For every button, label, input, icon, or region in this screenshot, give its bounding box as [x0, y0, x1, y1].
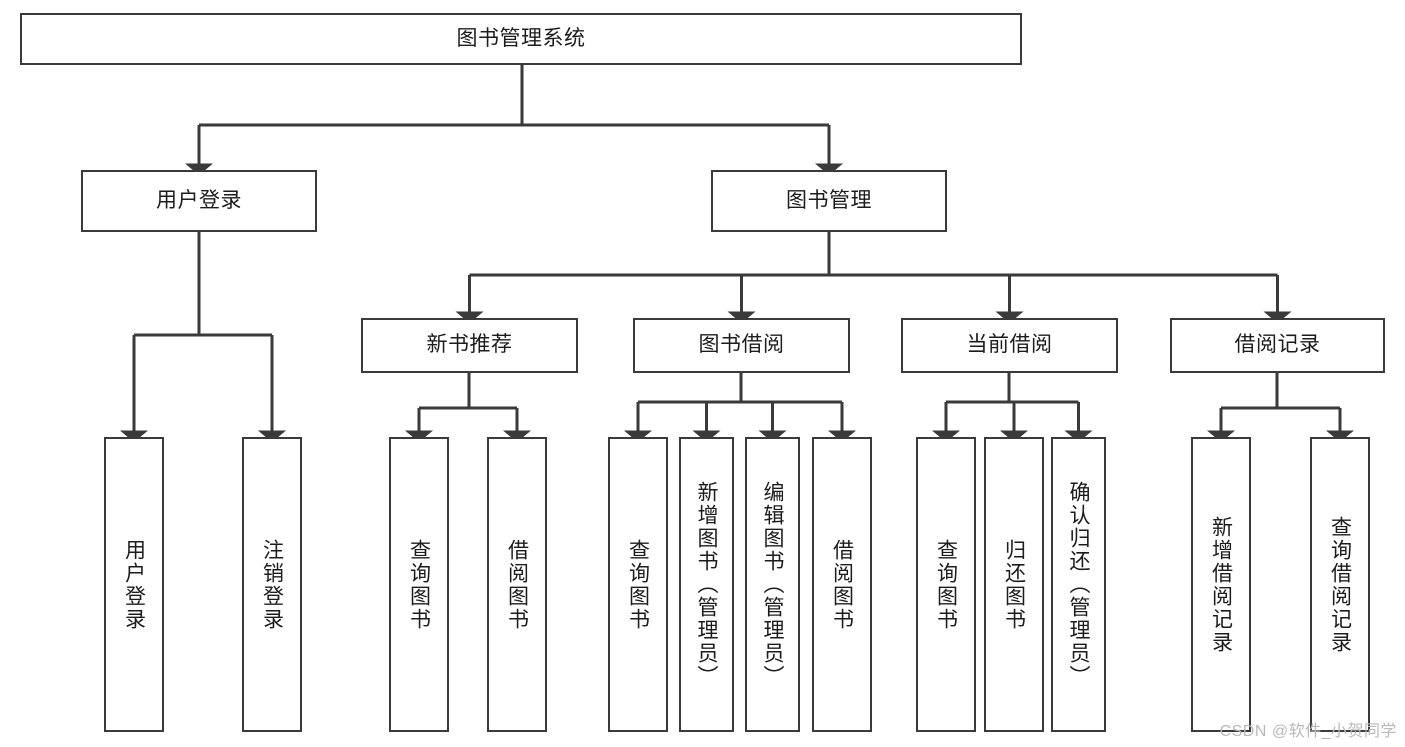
node-bookmgmt[interactable]: 图书管理	[711, 170, 947, 232]
node-root[interactable]: 图书管理系统	[20, 13, 1022, 65]
node-label: 图书管理	[786, 188, 872, 212]
node-label: 查询借阅记录	[1328, 515, 1352, 654]
node-label: 用户登录	[122, 538, 146, 631]
node-records-1[interactable]: 新增借阅记录	[1191, 437, 1251, 732]
node-label: 查询图书	[934, 538, 958, 631]
node-label: 当前借阅	[966, 333, 1053, 357]
node-label: 编辑图书（管理员）	[761, 481, 784, 688]
node-label: 新增借阅记录	[1209, 515, 1233, 654]
node-label: 查询图书	[626, 538, 650, 631]
node-label: 图书借阅	[698, 333, 785, 357]
node-label: 归还图书	[1002, 538, 1026, 631]
node-borrow-3[interactable]: 编辑图书（管理员）	[745, 437, 800, 732]
node-label: 用户登录	[156, 188, 242, 212]
node-newbook-2[interactable]: 借阅图书	[487, 437, 547, 732]
node-label: 查询图书	[407, 538, 431, 631]
node-label: 借阅图书	[505, 538, 529, 631]
node-label: 借阅记录	[1234, 333, 1321, 357]
node-newbook-1[interactable]: 查询图书	[389, 437, 449, 732]
node-label: 借阅图书	[830, 538, 854, 631]
node-newbook[interactable]: 新书推荐	[361, 318, 578, 373]
node-records-2[interactable]: 查询借阅记录	[1310, 437, 1370, 732]
edge-group	[119, 65, 1355, 443]
node-records[interactable]: 借阅记录	[1170, 318, 1385, 373]
node-borrow-4[interactable]: 借阅图书	[812, 437, 872, 732]
node-login[interactable]: 用户登录	[81, 170, 317, 232]
node-borrow-2[interactable]: 新增图书（管理员）	[679, 437, 734, 732]
node-label: 确认归还（管理员）	[1067, 481, 1090, 688]
node-current-2[interactable]: 归还图书	[984, 437, 1044, 732]
node-login-1[interactable]: 用户登录	[104, 437, 164, 732]
node-current-1[interactable]: 查询图书	[916, 437, 976, 732]
node-label: 新书推荐	[426, 333, 513, 357]
node-label: 新增图书（管理员）	[695, 481, 718, 688]
node-current-3[interactable]: 确认归还（管理员）	[1051, 437, 1106, 732]
node-borrow-1[interactable]: 查询图书	[608, 437, 668, 732]
node-label: 图书管理系统	[456, 26, 586, 50]
node-login-2[interactable]: 注销登录	[242, 437, 302, 732]
node-label: 注销登录	[260, 538, 284, 631]
node-borrow[interactable]: 图书借阅	[633, 318, 850, 373]
node-current[interactable]: 当前借阅	[901, 318, 1118, 373]
watermark: CSDN @软件_小贺同学	[1219, 723, 1397, 740]
